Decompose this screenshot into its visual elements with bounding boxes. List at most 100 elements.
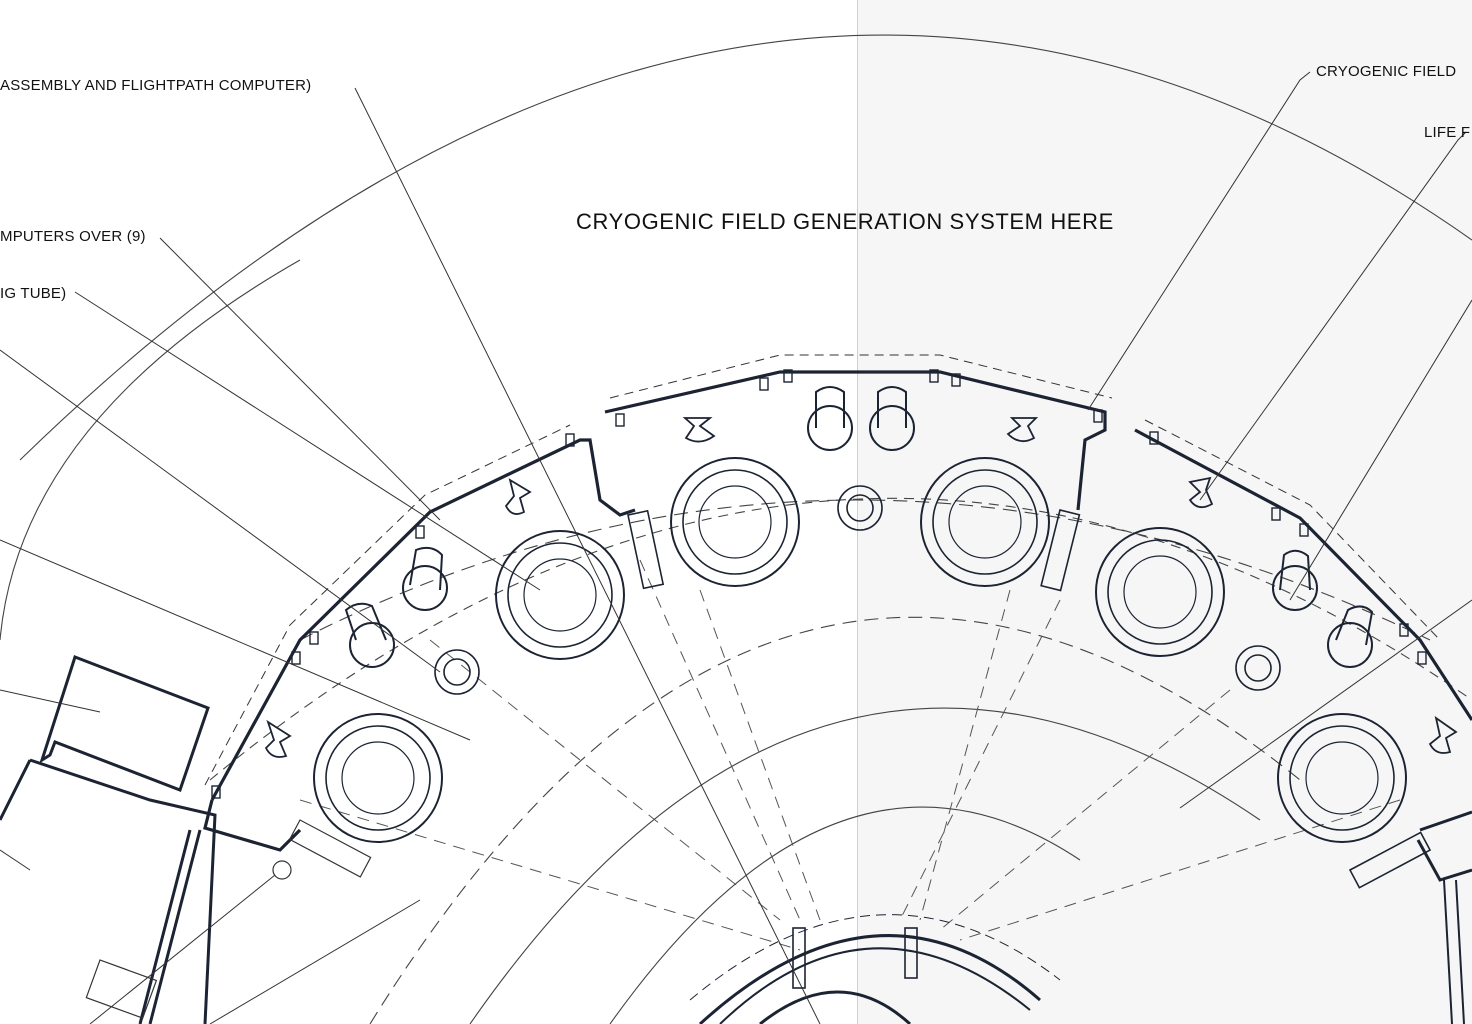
spoke <box>899 599 1061 921</box>
leader-tube <box>74 291 541 591</box>
tab <box>309 631 319 645</box>
seat <box>1272 549 1318 611</box>
hull-offset-right <box>1144 419 1441 641</box>
cryo-pod <box>920 457 1050 587</box>
annex-strut <box>148 829 202 1024</box>
leader-4 <box>0 349 441 673</box>
callout-cryogenic-field: CRYOGENIC FIELD <box>1316 63 1457 80</box>
wall-segment-left <box>210 438 636 801</box>
dashed-ring-3 <box>209 497 1472 781</box>
hull-tabs <box>211 369 1427 799</box>
page-fold <box>857 0 858 1024</box>
leader-cryogenic-field <box>1087 71 1311 411</box>
seat <box>807 386 853 451</box>
hub-outer <box>698 934 1041 1024</box>
annex-lower <box>29 758 217 1024</box>
wedge <box>504 478 532 515</box>
cryo-pod <box>1095 527 1225 657</box>
spoke <box>299 799 801 951</box>
cryo-pod <box>313 713 443 843</box>
wedge-fixtures <box>264 417 1458 758</box>
leader-right-3 <box>1179 599 1472 809</box>
right-page <box>858 0 1472 1024</box>
left-annex <box>0 655 217 1024</box>
tab <box>929 369 939 383</box>
cryo-pod <box>670 457 800 587</box>
leader-6 <box>0 689 101 713</box>
right-module <box>1416 810 1472 1024</box>
hub-dashed <box>689 914 1061 1001</box>
seat <box>344 602 395 668</box>
spoke <box>429 639 781 921</box>
outer-arcs <box>0 34 1472 1024</box>
slot <box>627 509 665 590</box>
small-ports <box>434 485 1281 695</box>
wedge <box>1428 715 1458 754</box>
hub-ring <box>719 947 1031 1024</box>
dashed-ring-2 <box>299 499 1431 641</box>
spoke <box>639 559 801 921</box>
inner-arc-1 <box>469 707 1261 1024</box>
leader-9 <box>209 899 421 1024</box>
cryo-pod <box>495 530 625 660</box>
seat <box>402 546 448 611</box>
callout-computers: MPUTERS OVER (9) <box>0 228 146 245</box>
right-module-box <box>1416 839 1472 882</box>
annex-strut-2 <box>138 829 192 1024</box>
hull-dashed <box>204 354 1441 786</box>
central-hub <box>689 914 1061 1024</box>
left-module-wall <box>203 799 302 852</box>
annex-lower-edge <box>0 759 32 821</box>
tab <box>1093 409 1103 423</box>
leader-right-2 <box>1289 299 1472 601</box>
wedge <box>682 417 716 443</box>
tab <box>1149 431 1159 445</box>
small-port <box>272 860 292 880</box>
tab <box>1299 523 1309 537</box>
leader-lines <box>0 71 1472 1024</box>
wedge <box>1188 476 1214 509</box>
hub-spoke <box>904 927 918 979</box>
tab <box>759 377 769 391</box>
tab <box>211 785 221 799</box>
leader-8 <box>89 874 276 1024</box>
slot <box>1348 831 1432 889</box>
callout-assembly: ASSEMBLY AND FLIGHTPATH COMPUTER) <box>0 77 312 94</box>
cryo-pod <box>1277 713 1407 843</box>
tab <box>783 369 793 383</box>
tab <box>1399 623 1409 637</box>
seat <box>869 386 915 451</box>
spoke <box>959 799 1401 941</box>
diagram-title: CRYOGENIC FIELD GENERATION SYSTEM HERE <box>576 209 1114 234</box>
cryo-pods <box>313 457 1407 843</box>
hub-inner <box>759 990 912 1024</box>
slot <box>1040 509 1081 592</box>
leader-computers <box>159 237 441 521</box>
leader-life <box>1199 131 1467 501</box>
right-module-wall <box>1419 810 1472 832</box>
tab <box>291 651 301 665</box>
spoke <box>919 589 1011 921</box>
wall-segment-right <box>1134 428 1472 721</box>
wedge <box>264 719 292 758</box>
tab <box>565 433 575 447</box>
hull-offset-top <box>609 354 1113 399</box>
callout-life: LIFE F <box>1424 124 1471 141</box>
seat <box>1327 605 1374 668</box>
dashed-ring-1 <box>369 616 1301 1024</box>
outer-arc-1 <box>19 34 1472 461</box>
tab <box>615 413 625 427</box>
port <box>1235 645 1281 691</box>
tab <box>1417 651 1427 665</box>
wedge <box>1006 417 1039 443</box>
leader-assembly <box>354 87 821 1024</box>
right-strut <box>1443 879 1453 1024</box>
leader-5 <box>0 539 471 741</box>
wall-segment-top <box>604 370 1107 511</box>
tab <box>1271 507 1281 521</box>
outer-arc-2 <box>0 259 301 641</box>
capsule-seats <box>344 386 1374 668</box>
callout-tube: IG TUBE) <box>0 285 67 302</box>
